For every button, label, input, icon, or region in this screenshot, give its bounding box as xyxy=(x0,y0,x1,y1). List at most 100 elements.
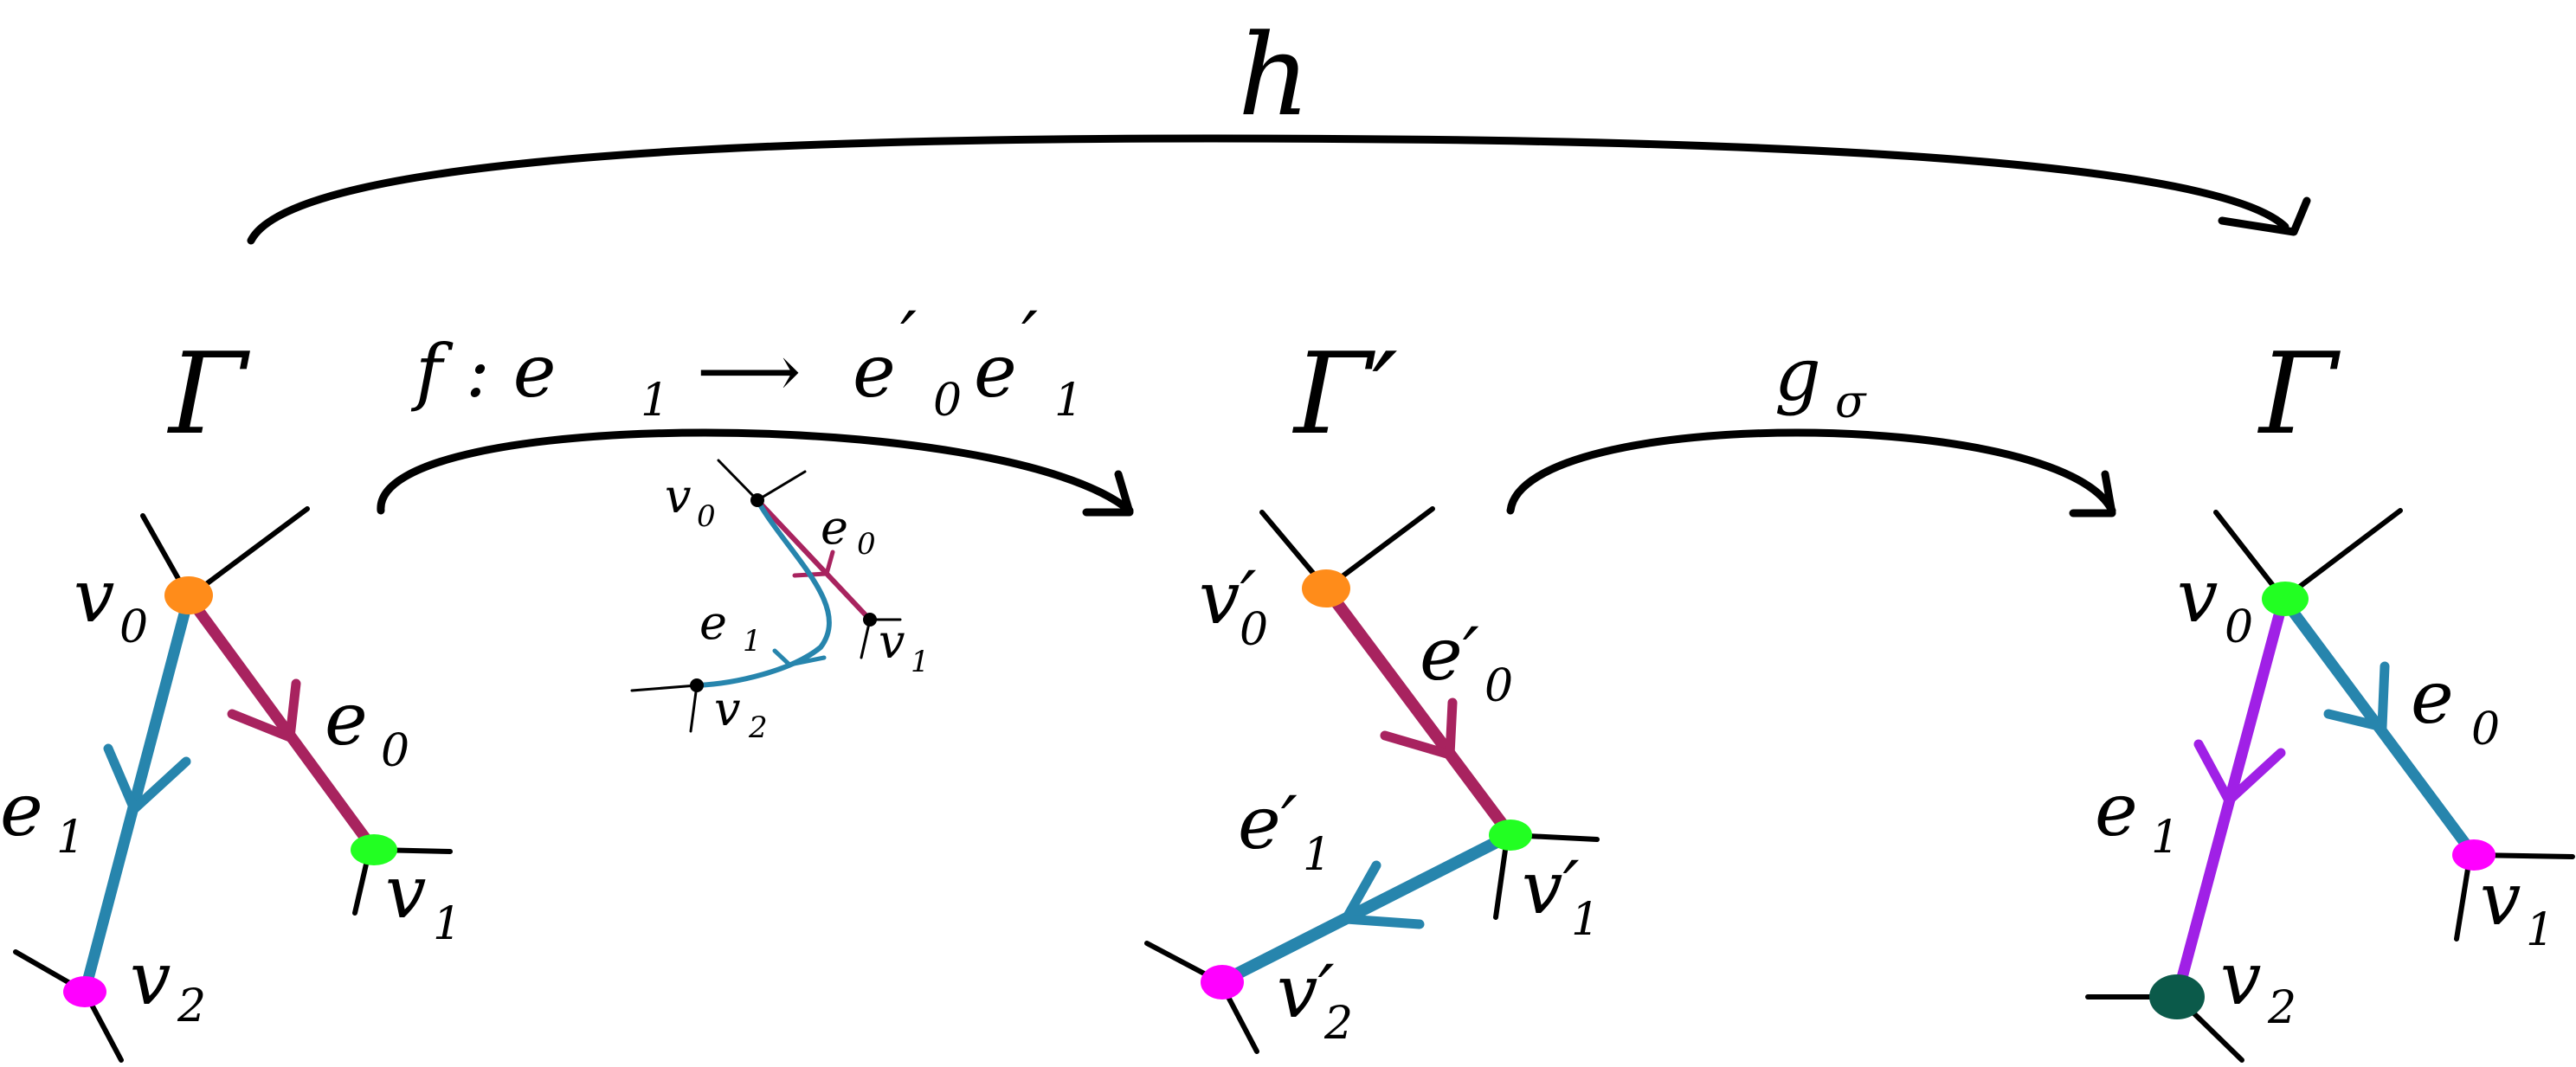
label-e1: e 1 xyxy=(0,768,85,864)
label-v0-prime: v′ 0 xyxy=(1199,556,1268,656)
svg-text:v: v xyxy=(385,850,426,935)
svg-text:′: ′ xyxy=(1021,296,1038,381)
vertex-v2 xyxy=(63,976,106,1007)
label-e1-prime: e′ 1 xyxy=(1238,781,1331,881)
label-e0: e 0 xyxy=(325,677,409,777)
edge-e0-right-orientation xyxy=(2323,661,2390,733)
map-g-label: g σ xyxy=(1774,332,1867,428)
svg-text:v: v xyxy=(714,682,741,736)
svg-text:0: 0 xyxy=(2471,704,2500,755)
graph-mid: v′ 0 e′ 0 e′ 1 v′ 1 v′ 2 xyxy=(1144,506,1600,1054)
inset-label-v1: v 1 xyxy=(879,614,930,679)
edge-e0-prime xyxy=(1320,582,1517,841)
map-g-arrowhead xyxy=(2069,470,2116,517)
inset-vertex-v1 xyxy=(863,613,877,627)
svg-text:e: e xyxy=(821,500,848,555)
label-e0-prime: e′ 0 xyxy=(1420,612,1513,712)
svg-text:e′: e′ xyxy=(1238,781,1298,865)
edge-e1 xyxy=(79,591,195,998)
graph-left: v 0 v 1 v 2 e 0 e 1 xyxy=(0,506,461,1063)
label-v0-right: v 0 xyxy=(2177,554,2253,653)
edge-e0-orientation xyxy=(227,678,301,744)
svg-text:e: e xyxy=(325,677,368,762)
vertex-v1 xyxy=(351,834,397,865)
edge-e1-prime xyxy=(1214,829,1517,988)
graph-mid-title: Γ′ xyxy=(1291,328,1398,460)
map-f-arrowhead xyxy=(1082,470,1134,517)
inset-graph: v 0 e 0 e 1 v 1 v 2 xyxy=(630,459,930,745)
stub xyxy=(186,506,310,600)
label-v2: v 2 xyxy=(130,936,206,1032)
svg-text:v: v xyxy=(2177,554,2218,639)
label-v2-right: v 2 xyxy=(2220,936,2296,1034)
svg-text:2: 2 xyxy=(177,980,206,1032)
edge-e1-orientation xyxy=(103,743,191,818)
svg-text:v′: v′ xyxy=(1277,949,1335,1034)
svg-text:v′: v′ xyxy=(1199,556,1257,640)
svg-text:e′: e′ xyxy=(1420,612,1479,697)
svg-text:1: 1 xyxy=(743,624,762,659)
svg-text:v: v xyxy=(879,614,905,669)
svg-text:e: e xyxy=(699,595,727,650)
label-v0: v 0 xyxy=(74,554,148,653)
svg-text:1: 1 xyxy=(56,812,85,864)
graph-right: v 0 e 0 e 1 v 1 v 2 xyxy=(2085,508,2575,1063)
svg-text:2: 2 xyxy=(1323,998,1353,1050)
label-e0-right: e 0 xyxy=(2411,655,2500,755)
svg-text:v: v xyxy=(2480,857,2521,942)
svg-text:0: 0 xyxy=(857,527,876,562)
inset-vertex-v2 xyxy=(690,678,704,692)
svg-text:v′: v′ xyxy=(1522,845,1580,930)
svg-text:0: 0 xyxy=(119,601,148,653)
inset-label-e1: e 1 xyxy=(699,595,762,659)
svg-text:e: e xyxy=(974,329,1017,414)
svg-text:v: v xyxy=(2220,936,2261,1021)
svg-text:e: e xyxy=(0,768,43,852)
edge-e1-right-orientation xyxy=(2193,739,2286,808)
edge-e0 xyxy=(183,591,380,856)
label-v1-right: v 1 xyxy=(2480,857,2554,956)
svg-text:σ: σ xyxy=(1835,376,1867,428)
inset-label-v0: v 0 xyxy=(665,469,716,534)
edge-e1-prime-orientation xyxy=(1337,860,1425,929)
vertex-v0-prime xyxy=(1302,569,1350,607)
svg-text:2: 2 xyxy=(2267,982,2296,1034)
svg-text:1: 1 xyxy=(1571,894,1600,946)
inset-edge-e1 xyxy=(694,498,832,688)
vertex-v1-prime xyxy=(1489,820,1532,851)
svg-text:e: e xyxy=(853,329,896,414)
label-v1: v 1 xyxy=(385,850,461,950)
svg-text:1: 1 xyxy=(2526,904,2554,956)
svg-text:1: 1 xyxy=(911,645,930,679)
svg-text:g: g xyxy=(1774,332,1821,417)
label-v1-prime: v′ 1 xyxy=(1522,845,1600,946)
svg-text:0: 0 xyxy=(381,725,409,777)
svg-text:1: 1 xyxy=(1303,829,1331,881)
svg-text:1: 1 xyxy=(2151,812,2180,864)
svg-text:′: ′ xyxy=(900,296,917,381)
map-h-arrow xyxy=(247,134,2289,245)
inset-vertex-v0 xyxy=(750,493,764,507)
graph-right-title: Γ xyxy=(2257,328,2341,460)
vertex-v0-right xyxy=(2262,582,2309,616)
map-h-label: h xyxy=(1238,10,1311,141)
inset-label-v2: v 2 xyxy=(714,682,768,745)
svg-text:v: v xyxy=(665,469,692,524)
map-f-arrow xyxy=(377,428,1134,515)
stub xyxy=(352,854,370,916)
svg-text:e: e xyxy=(2095,768,2138,852)
svg-text:0: 0 xyxy=(2225,601,2253,653)
inset-label-e0: e 0 xyxy=(821,500,876,562)
inset-edge-e0 xyxy=(755,498,873,622)
label-v2-prime: v′ 2 xyxy=(1277,949,1353,1050)
graph-left-title: Γ xyxy=(166,328,250,460)
svg-text:2: 2 xyxy=(748,710,768,745)
map-g-arrow xyxy=(1506,428,2116,515)
vertex-v2-right xyxy=(2149,974,2205,1019)
label-e1-right: e 1 xyxy=(2095,768,2180,864)
svg-text:⟶: ⟶ xyxy=(697,329,801,414)
map-h-arrowhead xyxy=(2218,196,2311,236)
svg-text:0: 0 xyxy=(697,499,716,534)
vertex-v0 xyxy=(164,576,213,614)
